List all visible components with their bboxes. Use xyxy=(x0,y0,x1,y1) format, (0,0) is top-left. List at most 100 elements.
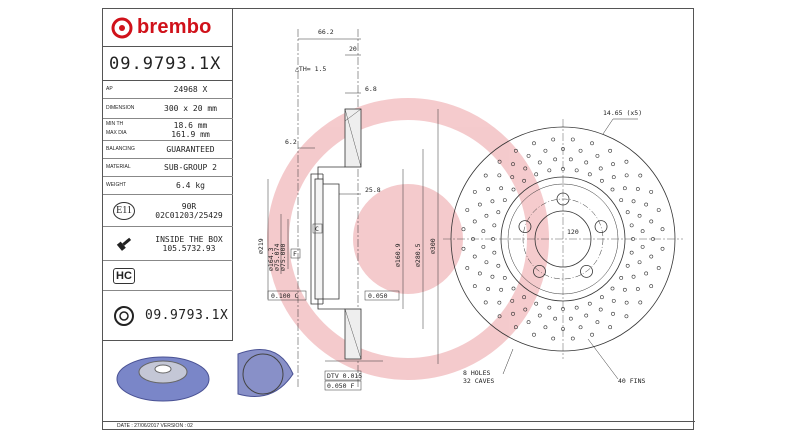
drill-hole xyxy=(624,300,629,305)
drill-hole xyxy=(522,295,527,300)
drill-hole xyxy=(574,305,579,310)
drill-hole xyxy=(644,271,649,276)
drill-hole xyxy=(465,208,470,212)
drill-hole xyxy=(523,307,528,312)
weight-value: 6.4 kg xyxy=(176,181,205,190)
drill-hole xyxy=(638,173,643,178)
drill-hole xyxy=(483,173,488,178)
bolt-hole xyxy=(580,264,593,278)
drill-hole xyxy=(551,137,556,142)
drill-hole xyxy=(492,223,497,228)
drill-hole xyxy=(598,166,603,171)
drill-hole xyxy=(511,286,516,291)
drill-hole xyxy=(651,237,655,241)
drill-hole xyxy=(497,314,502,319)
drill-hole xyxy=(622,287,627,292)
drill-hole xyxy=(490,274,495,279)
drill-hole xyxy=(568,157,573,162)
drill-hole xyxy=(497,159,502,164)
drill-hole xyxy=(483,300,488,305)
drill-hole xyxy=(624,314,629,319)
drill-hole xyxy=(502,275,507,280)
drill-hole xyxy=(461,227,466,232)
drill-hole xyxy=(513,148,518,153)
drill-hole xyxy=(477,202,482,207)
dim-width-total: 66.2 xyxy=(318,28,334,36)
drill-hole xyxy=(619,198,624,203)
dim-dia-280: ∅280.5 xyxy=(414,243,422,267)
drill-hole xyxy=(547,305,552,310)
drill-hole xyxy=(574,168,579,173)
drill-hole xyxy=(608,325,613,330)
drill-hole xyxy=(624,159,629,164)
drill-hole xyxy=(625,210,630,215)
e11-approval-icon: E11 xyxy=(113,201,135,220)
drill-hole xyxy=(543,148,548,153)
section-dimensions: 66.2 20 △TH= 1.5 6.8 6.2 25.8 ∅219 ∅164.… xyxy=(257,28,437,390)
inside-box-line-1: INSIDE THE BOX xyxy=(155,234,223,244)
flatness-tolerance: 0.050 F xyxy=(327,382,354,390)
drill-hole xyxy=(599,178,604,183)
drill-hole xyxy=(481,244,486,249)
weight-row: WEIGHT 6.4 kg xyxy=(103,177,233,195)
drill-hole xyxy=(484,213,489,218)
drill-hole xyxy=(649,219,654,224)
tolerance-e: 0.050 xyxy=(368,292,388,300)
drill-hole xyxy=(584,313,589,318)
drill-hole xyxy=(526,153,531,158)
drill-hole xyxy=(561,307,565,311)
drill-hole xyxy=(640,244,645,249)
dtv-tolerance: DTV 0.015 xyxy=(327,372,362,380)
drill-hole xyxy=(599,295,604,300)
drill-hole xyxy=(465,266,470,270)
drill-hole xyxy=(534,301,539,306)
dim-dia-75-000: ∅75.000 xyxy=(279,244,287,271)
drill-hole xyxy=(497,300,502,305)
drill-hole xyxy=(561,327,565,331)
drill-hole xyxy=(610,187,615,192)
drill-hole xyxy=(611,162,615,167)
drill-hole xyxy=(610,286,615,291)
dim-hat-width: 20 xyxy=(349,45,357,53)
drill-hole xyxy=(522,178,527,183)
cross-drill-holes xyxy=(461,137,665,341)
min-th-value: 18.6 mm xyxy=(173,120,208,130)
drill-hole xyxy=(481,229,486,234)
balancing-label: BALANCING xyxy=(106,146,135,152)
disc-detail-render xyxy=(237,349,294,397)
drill-hole xyxy=(624,173,629,178)
drill-hole xyxy=(598,307,603,312)
part-number: 09.9793.1X xyxy=(103,47,233,81)
drill-hole xyxy=(472,284,477,289)
drill-hole xyxy=(472,219,477,224)
dim-d1: 6.8 xyxy=(365,85,377,93)
drill-hole xyxy=(608,148,613,153)
drill-hole xyxy=(590,141,594,146)
drill-hole xyxy=(595,320,600,325)
drill-hole xyxy=(660,227,665,232)
drill-hole xyxy=(595,153,600,158)
drill-hole xyxy=(644,202,649,207)
spec-panel: brembo 09.9793.1X AP 24968 X DIMENSION 3… xyxy=(103,9,233,341)
inside-box-row: INSIDE THE BOX 105.5732.93 xyxy=(103,227,233,261)
min-max-row: MIN TH 18.6 mm MAX DIA 161.9 mm xyxy=(103,119,233,141)
dim-dia-219: ∅219 xyxy=(257,238,265,254)
drill-hole xyxy=(486,287,491,291)
max-dia-value: 161.9 mm xyxy=(171,129,210,139)
drill-hole xyxy=(472,189,477,194)
drill-hole xyxy=(499,186,504,191)
holes-note-2: 32 CAVES xyxy=(463,377,494,385)
drill-hole xyxy=(561,167,565,171)
drill-hole xyxy=(502,198,507,203)
max-dia-label: MAX DIA xyxy=(106,129,127,136)
drill-hole xyxy=(490,199,495,204)
dim-dia-75-074: ∅75.074 xyxy=(273,244,281,271)
drill-hole xyxy=(584,160,589,165)
drill-hole xyxy=(496,210,501,215)
dim-d2: 6.2 xyxy=(285,138,297,146)
drill-hole xyxy=(619,275,624,280)
drill-hole xyxy=(537,313,542,318)
drill-hole xyxy=(587,301,592,306)
dim-dia-300: ∅300 xyxy=(429,238,437,254)
drill-hole xyxy=(477,271,482,276)
